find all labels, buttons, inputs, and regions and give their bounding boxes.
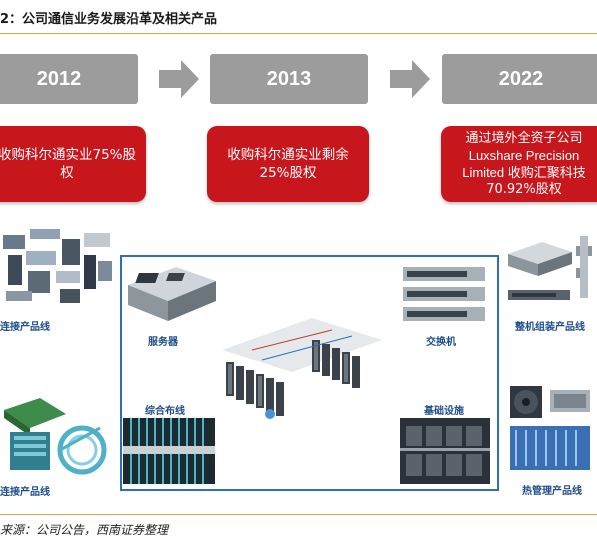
infrastructure-label: 基础设施 bbox=[424, 406, 464, 417]
server-label: 服务器 bbox=[148, 337, 178, 348]
event-line: 权 bbox=[60, 165, 74, 181]
thermal-products-image bbox=[510, 386, 590, 470]
infrastructure-image bbox=[400, 418, 490, 484]
product-line-label: 连接产品线 bbox=[0, 487, 50, 498]
event-line: 收购科尔通实业剩余 bbox=[227, 147, 349, 163]
year-box-2013: 2013 bbox=[210, 54, 368, 104]
event-box-2022: 通过境外全资子公司 Luxshare Precision Limited 收购汇… bbox=[441, 126, 597, 202]
source-note: 来源：公司公告，西南证券整理 bbox=[0, 523, 169, 537]
assembly-products-image bbox=[508, 236, 592, 300]
right-arrow-icon bbox=[390, 60, 430, 98]
switch-image bbox=[403, 267, 485, 321]
cabling-image bbox=[123, 418, 215, 484]
top-rule bbox=[0, 33, 597, 34]
thermal-label: 热管理产品线 bbox=[522, 486, 582, 497]
server-image bbox=[128, 267, 216, 321]
event-line: 收购科尔通实业75%股 bbox=[0, 147, 136, 163]
event-line: Luxshare Precision bbox=[468, 148, 580, 163]
connector-products-image bbox=[3, 229, 112, 303]
cabling-label: 综合布线 bbox=[145, 406, 185, 417]
datacenter-racks-image bbox=[222, 318, 382, 419]
bottom-rule bbox=[0, 514, 597, 515]
event-box-2012: 收购科尔通实业75%股 权 bbox=[0, 126, 146, 202]
assembly-label: 整机组装产品线 bbox=[515, 322, 585, 333]
event-line: Limited 收购汇聚科技 bbox=[462, 165, 586, 180]
event-box-2013: 收购科尔通实业剩余 25%股权 bbox=[207, 126, 369, 202]
year-box-2022: 2022 bbox=[442, 54, 597, 104]
fiber-cable-image bbox=[4, 398, 107, 475]
event-line: 通过境外全资子公司 bbox=[465, 131, 583, 146]
right-arrow-icon bbox=[159, 60, 199, 98]
year-box-2012: 2012 bbox=[0, 54, 138, 104]
product-line-label: 连接产品线 bbox=[0, 322, 50, 333]
event-line: 25%股权 bbox=[259, 165, 317, 181]
figure-title: 2：公司通信业务发展沿革及相关产品 bbox=[0, 12, 218, 27]
event-line: 70.92%股权 bbox=[486, 182, 562, 197]
switch-label: 交换机 bbox=[426, 337, 456, 348]
